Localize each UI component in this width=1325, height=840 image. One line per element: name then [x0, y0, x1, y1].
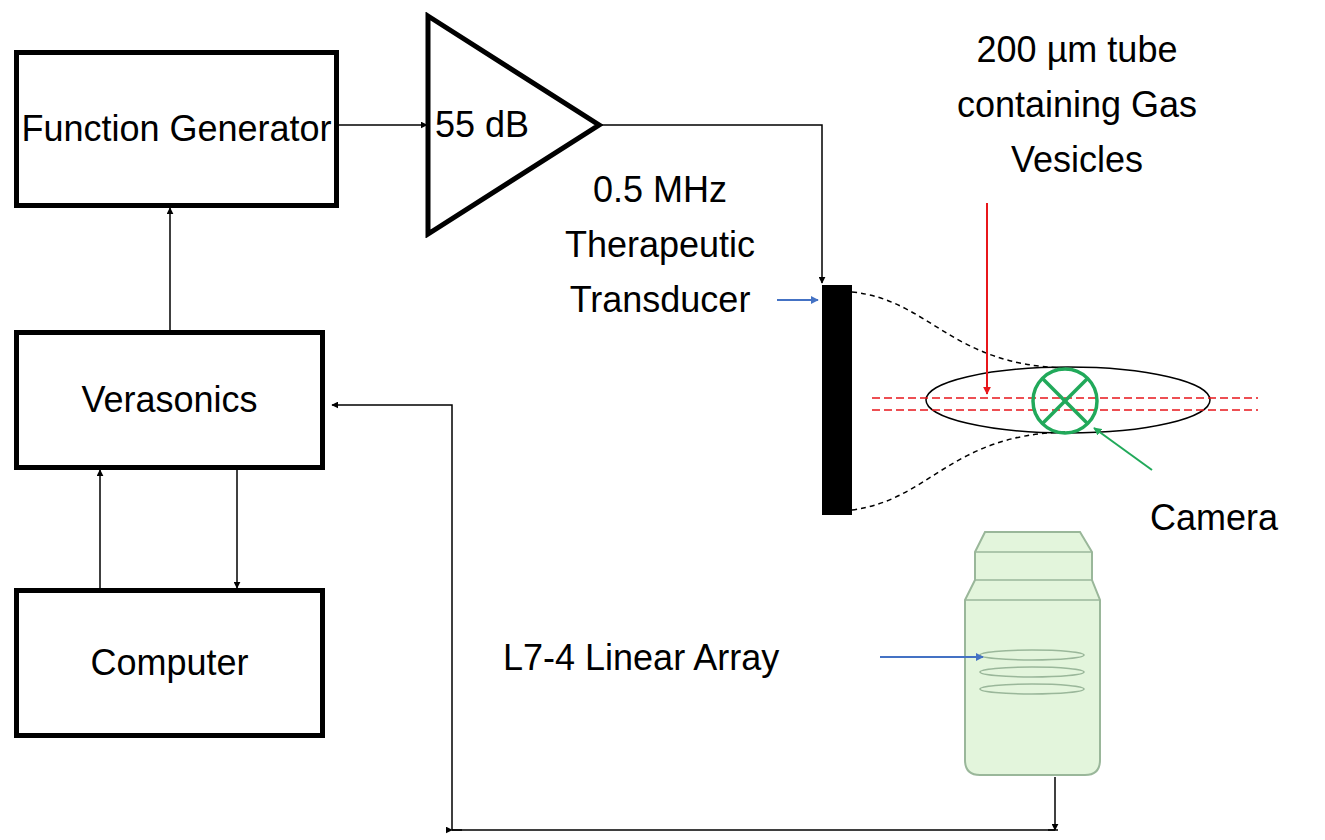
leader-arrow	[1094, 428, 1152, 470]
part-label: 0.5 MHz Therapeutic Transducer	[545, 162, 775, 327]
signal-arrow	[169, 208, 171, 330]
signal-arrow	[99, 470, 101, 588]
signal-wire	[1048, 829, 1058, 831]
leader-arrow	[777, 299, 818, 301]
leader-arrow	[880, 656, 983, 658]
box-label: Verasonics	[81, 377, 257, 423]
leader-arrow	[986, 203, 988, 394]
process-box: Function Generator	[14, 50, 339, 208]
process-box: Verasonics	[14, 330, 325, 470]
tube-wall	[872, 397, 1258, 399]
box-label: Function Generator	[21, 106, 331, 152]
signal-wire	[452, 829, 462, 831]
part-label: L7-4 Linear Array	[503, 630, 779, 685]
focal-zone	[926, 367, 1210, 433]
camera-symbol	[1042, 378, 1088, 424]
camera-symbol	[1033, 369, 1097, 433]
beam-outline	[852, 292, 1065, 368]
signal-arrow	[236, 470, 238, 588]
amplifier-triangle: 55 dB	[425, 12, 603, 238]
tube-wall	[872, 409, 1258, 411]
box-label: Computer	[90, 640, 248, 686]
signal-arrow	[339, 124, 427, 126]
signal-wire	[1054, 777, 1056, 830]
beam-outline	[852, 432, 1065, 510]
part-label: Camera	[1150, 490, 1278, 545]
signal-wire	[332, 405, 1055, 830]
linear-array-probe	[965, 532, 1100, 775]
camera-symbol	[1042, 378, 1088, 424]
gain-label: 55 dB	[435, 102, 529, 148]
transducer-element	[822, 285, 852, 515]
part-label: 200 µm tube containing Gas Vesicles	[917, 22, 1237, 187]
process-box: Computer	[14, 588, 325, 738]
